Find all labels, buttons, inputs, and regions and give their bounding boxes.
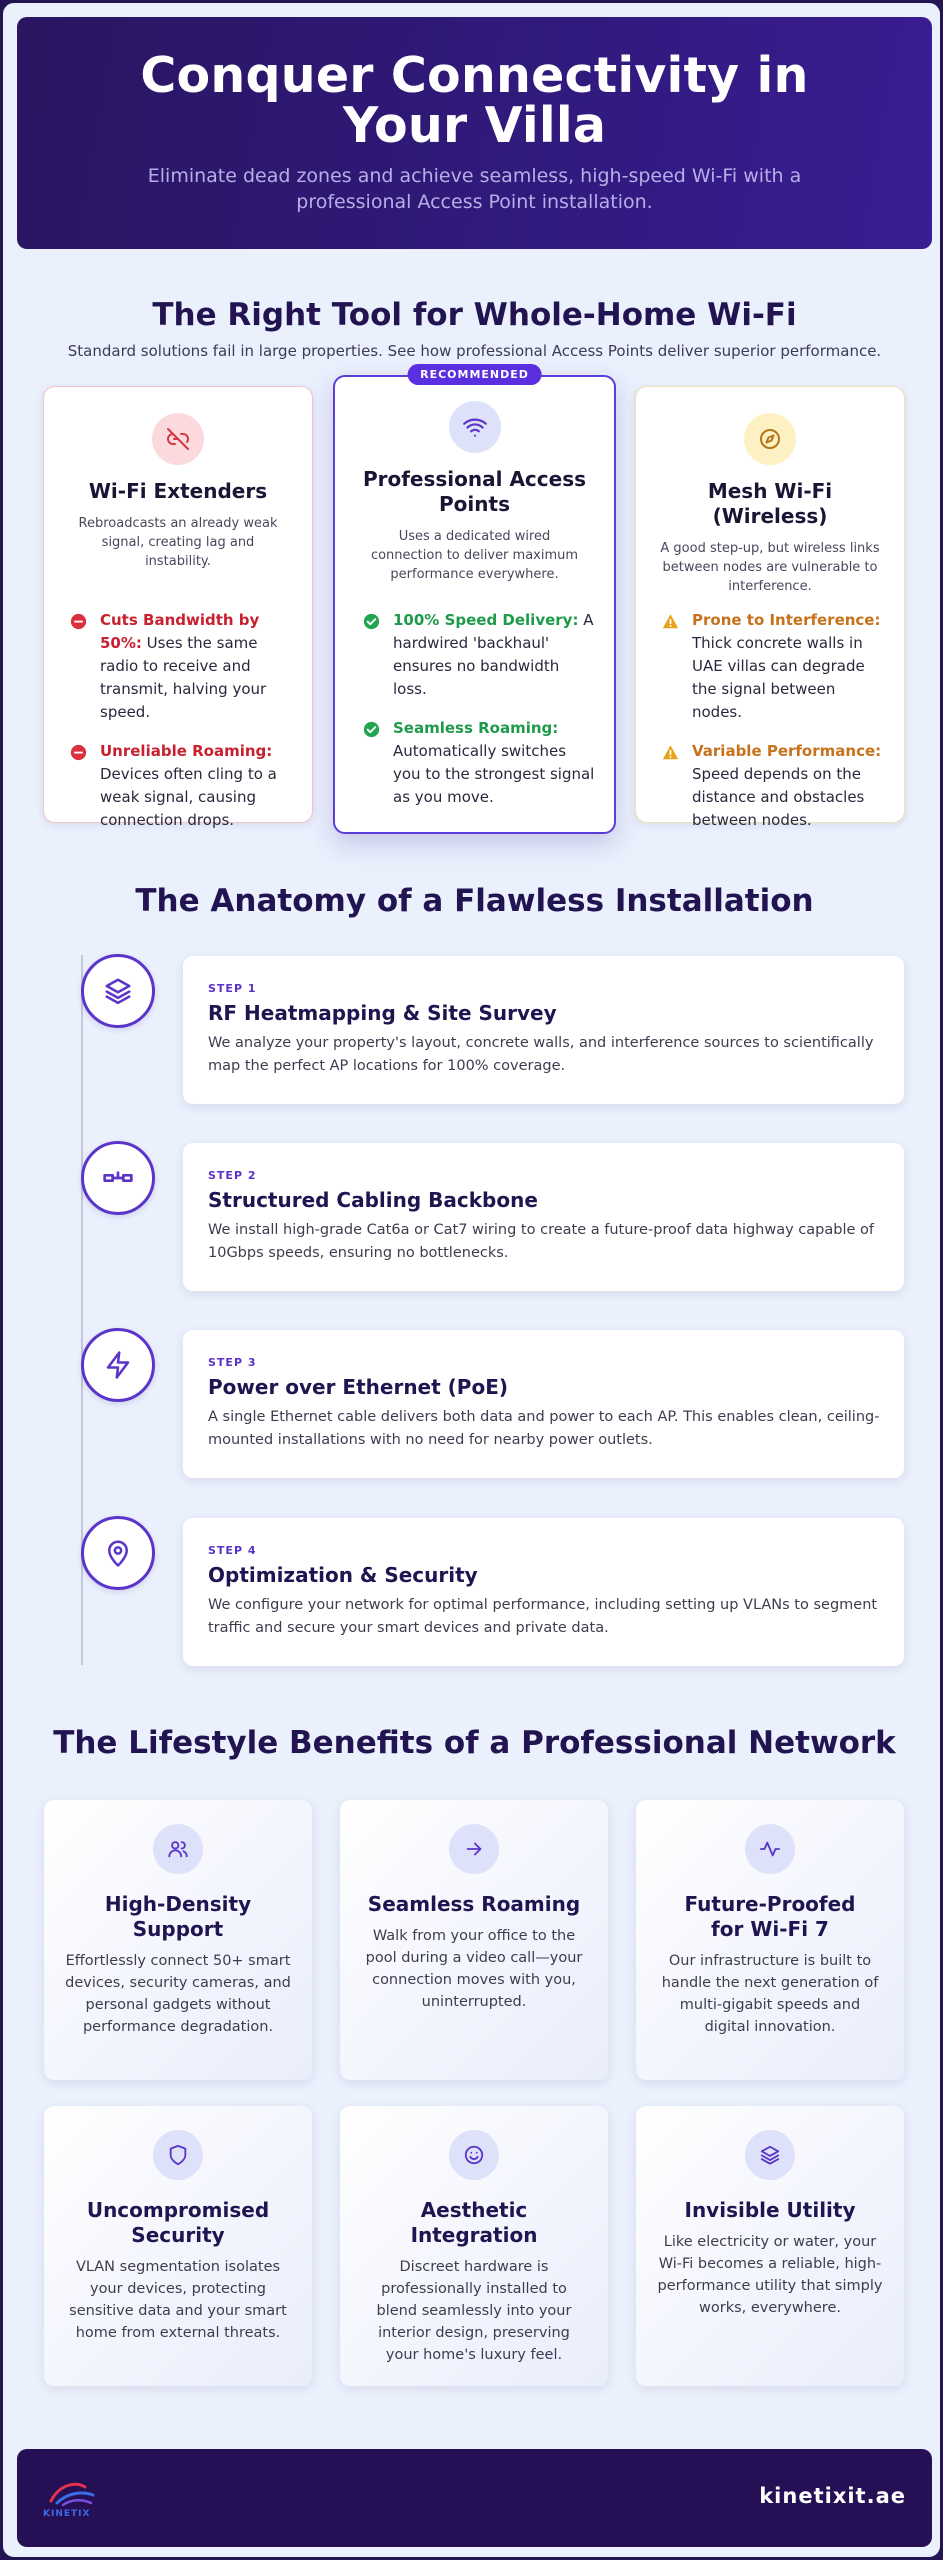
benefit-title: High-Density Support <box>104 1892 252 1941</box>
activity-icon <box>745 1824 795 1874</box>
benefit-card: High-Density Support Effortlessly connec… <box>44 1800 312 2080</box>
step-text: We install high-grade Cat6a or Cat7 wiri… <box>208 1222 874 1261</box>
point-heading: Unreliable Roaming: <box>100 742 273 760</box>
point-text: A hardwired 'backhaul' ensures no bandwi… <box>393 611 594 698</box>
logo-text: KINETIX <box>43 2509 91 2519</box>
arrow-right-icon <box>449 1824 499 1874</box>
step-label: STEP 3 <box>208 1356 257 1369</box>
check-circle-icon <box>363 613 380 630</box>
users-icon <box>153 1824 203 1874</box>
point-text: Automatically switches you to the strong… <box>393 742 595 806</box>
step-label: STEP 1 <box>208 982 257 995</box>
warning-icon <box>662 745 679 760</box>
benefit-text: Effortlessly connect 50+ smart devices, … <box>65 1953 291 2035</box>
step-label: STEP 2 <box>208 1169 257 1182</box>
benefit-text: Our infrastructure is built to handle th… <box>661 1953 879 2035</box>
smile-icon <box>449 2130 499 2180</box>
benefit-text: Walk from your office to the pool during… <box>365 1928 583 2010</box>
point-heading: 100% Speed Delivery: <box>393 611 579 629</box>
benefit-text: Like electricity or water, your Wi-Fi be… <box>657 2234 883 2316</box>
step-title: Structured Cabling Backbone <box>208 1188 538 1212</box>
footer: KINETIX kinetixit.ae <box>17 2449 932 2547</box>
lightning-icon <box>81 1328 155 1402</box>
point-text: Thick concrete walls in UAE villas can d… <box>692 634 865 721</box>
check-circle-icon <box>363 721 380 738</box>
point-heading: Seamless Roaming: <box>393 719 559 737</box>
point-heading: Prone to Interference: <box>692 611 881 629</box>
ethernet-icon <box>81 1141 155 1215</box>
card-mesh-wifi: Mesh Wi-Fi (Wireless) A good step-up, bu… <box>635 386 905 829</box>
step-label: STEP 4 <box>208 1544 257 1557</box>
point-text: Speed depends on the distance and obstac… <box>692 765 865 829</box>
point-item: Prone to Interference: Thick concrete wa… <box>662 609 886 724</box>
benefit-card: Future-Proofed for Wi-Fi 7 Our infrastru… <box>636 1800 904 2080</box>
benefit-title: Aesthetic Integration <box>410 2198 538 2247</box>
hero-banner: Conquer Connectivity in Your Villa Elimi… <box>17 17 932 249</box>
layers-icon <box>745 2130 795 2180</box>
layers-icon <box>81 954 155 1028</box>
point-item: Variable Performance: Speed depends on t… <box>662 740 886 832</box>
warning-icon <box>662 614 679 629</box>
point-heading: Variable Performance: <box>692 742 882 760</box>
card-desc: A good step-up, but wireless links betwe… <box>660 541 880 594</box>
step-title: Power over Ethernet (PoE) <box>208 1375 508 1399</box>
benefit-title: Seamless Roaming <box>367 1892 581 1916</box>
shield-icon <box>153 2130 203 2180</box>
point-text: Devices often cling to a weak signal, ca… <box>100 765 277 829</box>
wifi-icon <box>448 401 501 453</box>
timeline-line <box>81 955 83 1665</box>
benefit-text: Discreet hardware is professionally inst… <box>376 2259 572 2363</box>
step-title: RF Heatmapping & Site Survey <box>208 1001 557 1025</box>
point-heading: Cuts Bandwidth by 50%: <box>100 611 260 652</box>
compass-icon <box>744 413 796 465</box>
benefit-text: VLAN segmentation isolates your devices,… <box>69 2259 287 2341</box>
point-item: 100% Speed Delivery: A hardwired 'backha… <box>363 609 596 701</box>
benefit-title: Uncompromised Security <box>86 2198 270 2247</box>
step-text: A single Ethernet cable delivers both da… <box>208 1409 880 1448</box>
benefit-card: Uncompromised Security VLAN segmentation… <box>44 2106 312 2386</box>
kinetix-logo: KINETIX <box>41 2473 111 2523</box>
card-title: Mesh Wi-Fi (Wireless) <box>707 479 833 528</box>
anatomy-title: The Anatomy of a Flawless Installation <box>135 883 814 919</box>
website-link[interactable]: kinetixit.ae <box>759 2484 906 2508</box>
point-item: Seamless Roaming: Automatically switches… <box>363 717 596 809</box>
hero-subtitle: Eliminate dead zones and achieve seamles… <box>147 165 802 213</box>
recommended-badge: RECOMMENDED <box>407 364 542 385</box>
step-card: STEP 1 RF Heatmapping & Site Survey We a… <box>183 956 904 1104</box>
benefit-title: Future-Proofed for Wi-Fi 7 <box>684 1892 856 1941</box>
benefit-card: Aesthetic Integration Discreet hardware … <box>340 2106 608 2386</box>
minus-circle-icon <box>70 613 87 630</box>
compare-title: The Right Tool for Whole-Home Wi-Fi <box>152 297 797 333</box>
step-text: We analyze your property's layout, concr… <box>208 1035 874 1074</box>
card-desc: Uses a dedicated wired connection to del… <box>370 529 579 582</box>
step-text: We configure your network for optimal pe… <box>208 1597 878 1636</box>
benefit-card: Seamless Roaming Walk from your office t… <box>340 1800 608 2080</box>
card-title: Wi-Fi Extenders <box>88 479 268 503</box>
point-item: Cuts Bandwidth by 50%: Uses the same rad… <box>70 609 294 724</box>
broken-link-icon <box>152 413 204 465</box>
benefits-title: The Lifestyle Benefits of a Professional… <box>53 1725 896 1761</box>
benefit-title: Invisible Utility <box>684 2198 856 2222</box>
step-title: Optimization & Security <box>208 1563 478 1587</box>
card-desc: Rebroadcasts an already weak signal, cre… <box>78 516 278 569</box>
point-item: Unreliable Roaming: Devices often cling … <box>70 740 294 832</box>
step-card: STEP 4 Optimization & Security We config… <box>183 1518 904 1666</box>
benefit-card: Invisible Utility Like electricity or wa… <box>636 2106 904 2386</box>
step-card: STEP 3 Power over Ethernet (PoE) A singl… <box>183 1330 904 1478</box>
card-professional-access-points: RECOMMENDED Professional Access Points U… <box>333 364 616 834</box>
hero-title: Conquer Connectivity in Your Villa <box>140 47 809 154</box>
minus-circle-icon <box>70 744 87 761</box>
card-title: Professional Access Points <box>362 467 587 516</box>
card-wifi-extenders: Wi-Fi Extenders Rebroadcasts an already … <box>43 386 313 829</box>
map-pin-icon <box>81 1516 155 1590</box>
compare-subtitle: Standard solutions fail in large propert… <box>67 342 882 360</box>
step-card: STEP 2 Structured Cabling Backbone We in… <box>183 1143 904 1291</box>
point-text: Uses the same radio to receive and trans… <box>100 634 267 721</box>
